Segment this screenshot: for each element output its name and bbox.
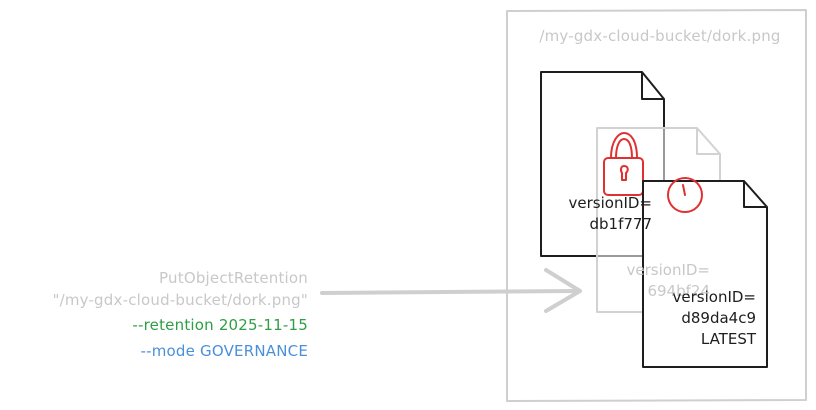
clock-icon	[667, 177, 703, 213]
version-id-value: d89da4c9	[681, 309, 756, 327]
bucket-path-title: /my-gdx-cloud-bucket/dork.png	[539, 27, 781, 45]
bucket-frame	[506, 9, 807, 402]
version-id-caption: versionID=	[568, 194, 652, 212]
version-id-caption: versionID=	[672, 288, 756, 306]
padlock-icon	[603, 132, 644, 196]
command-path: "/my-gdx-cloud-bucket/dork.png"	[52, 291, 308, 309]
version-label-2: versionID= 694bf24	[598, 260, 710, 302]
latest-marker: LATEST	[700, 330, 756, 348]
version-label-3: versionID= d89da4c9 LATEST	[644, 287, 756, 350]
version-label-1: versionID= db1f777	[540, 193, 652, 235]
version-id-value: db1f777	[589, 215, 653, 233]
document-icon	[642, 180, 768, 368]
arrow-right-icon	[320, 268, 582, 313]
command-retention-flag: --retention 2025-11-15	[132, 316, 308, 334]
version-doc-3	[642, 180, 768, 368]
command-name: PutObjectRetention	[159, 269, 308, 287]
version-id-caption: versionID=	[626, 261, 710, 279]
command-mode-flag: --mode GOVERNANCE	[140, 342, 308, 360]
version-id-value: 694bf24	[647, 282, 710, 300]
